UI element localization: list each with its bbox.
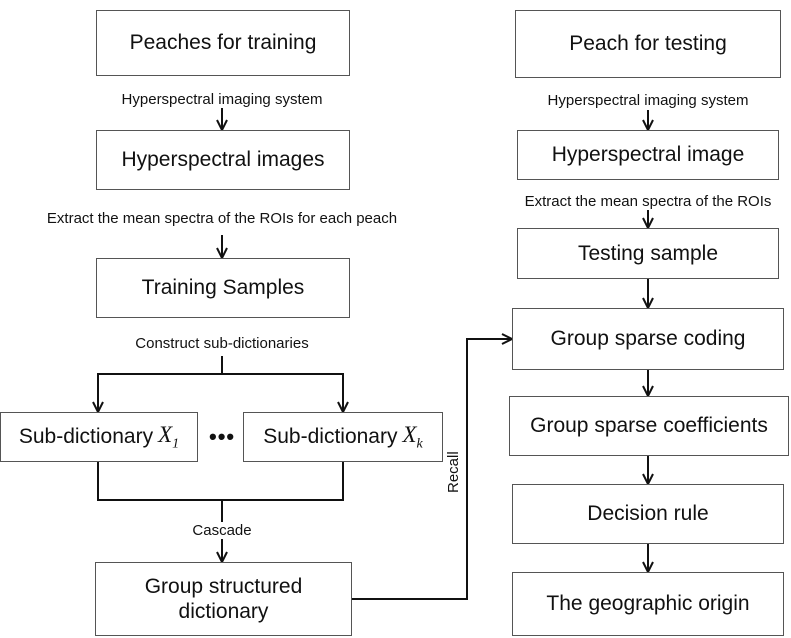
sub-dictionary-k-label: Sub-dictionary xyxy=(263,425,398,449)
hyperspectral-images-box: Hyperspectral images xyxy=(96,130,350,190)
extract-label-left: Extract the mean spectra of the ROIs for… xyxy=(46,210,398,227)
extract-label-right: Extract the mean spectra of the ROIs xyxy=(524,193,772,210)
training-samples-box: Training Samples xyxy=(96,258,350,318)
imaging-system-label-left: Hyperspectral imaging system xyxy=(121,91,323,108)
group-structured-dictionary-box: Group structured dictionary xyxy=(95,562,352,636)
ellipsis: ••• xyxy=(209,424,236,449)
sub-dictionary-1-label: Sub-dictionary xyxy=(18,425,154,449)
arrow-recall xyxy=(352,339,512,600)
construct-label: Construct sub-dictionaries xyxy=(135,335,309,352)
decision-rule-box: Decision rule xyxy=(512,484,784,544)
merge-bar xyxy=(97,462,344,501)
cascade-label: Cascade xyxy=(190,522,254,539)
geographic-origin-box: The geographic origin xyxy=(512,572,784,636)
peaches-for-training-box: Peaches for training xyxy=(96,10,350,76)
testing-sample-box: Testing sample xyxy=(517,228,779,279)
hyperspectral-image-box: Hyperspectral image xyxy=(517,130,779,180)
group-sparse-coefficients-box: Group sparse coefficients xyxy=(509,396,789,456)
group-sparse-coding-box: Group sparse coding xyxy=(512,308,784,370)
group-dictionary-line1: Group structured xyxy=(144,574,303,598)
x1-symbol: X1 xyxy=(158,421,180,452)
split-bar xyxy=(97,373,343,412)
imaging-system-label-right: Hyperspectral imaging system xyxy=(547,92,749,109)
group-dictionary-line2: dictionary xyxy=(178,600,269,623)
xk-symbol: Xk xyxy=(402,421,423,452)
sub-dictionary-1-box: Sub-dictionary X1 xyxy=(0,412,198,462)
recall-label: Recall xyxy=(445,449,462,495)
peach-for-testing-box: Peach for testing xyxy=(515,10,781,78)
sub-dictionary-k-box: Sub-dictionary Xk xyxy=(243,412,443,462)
